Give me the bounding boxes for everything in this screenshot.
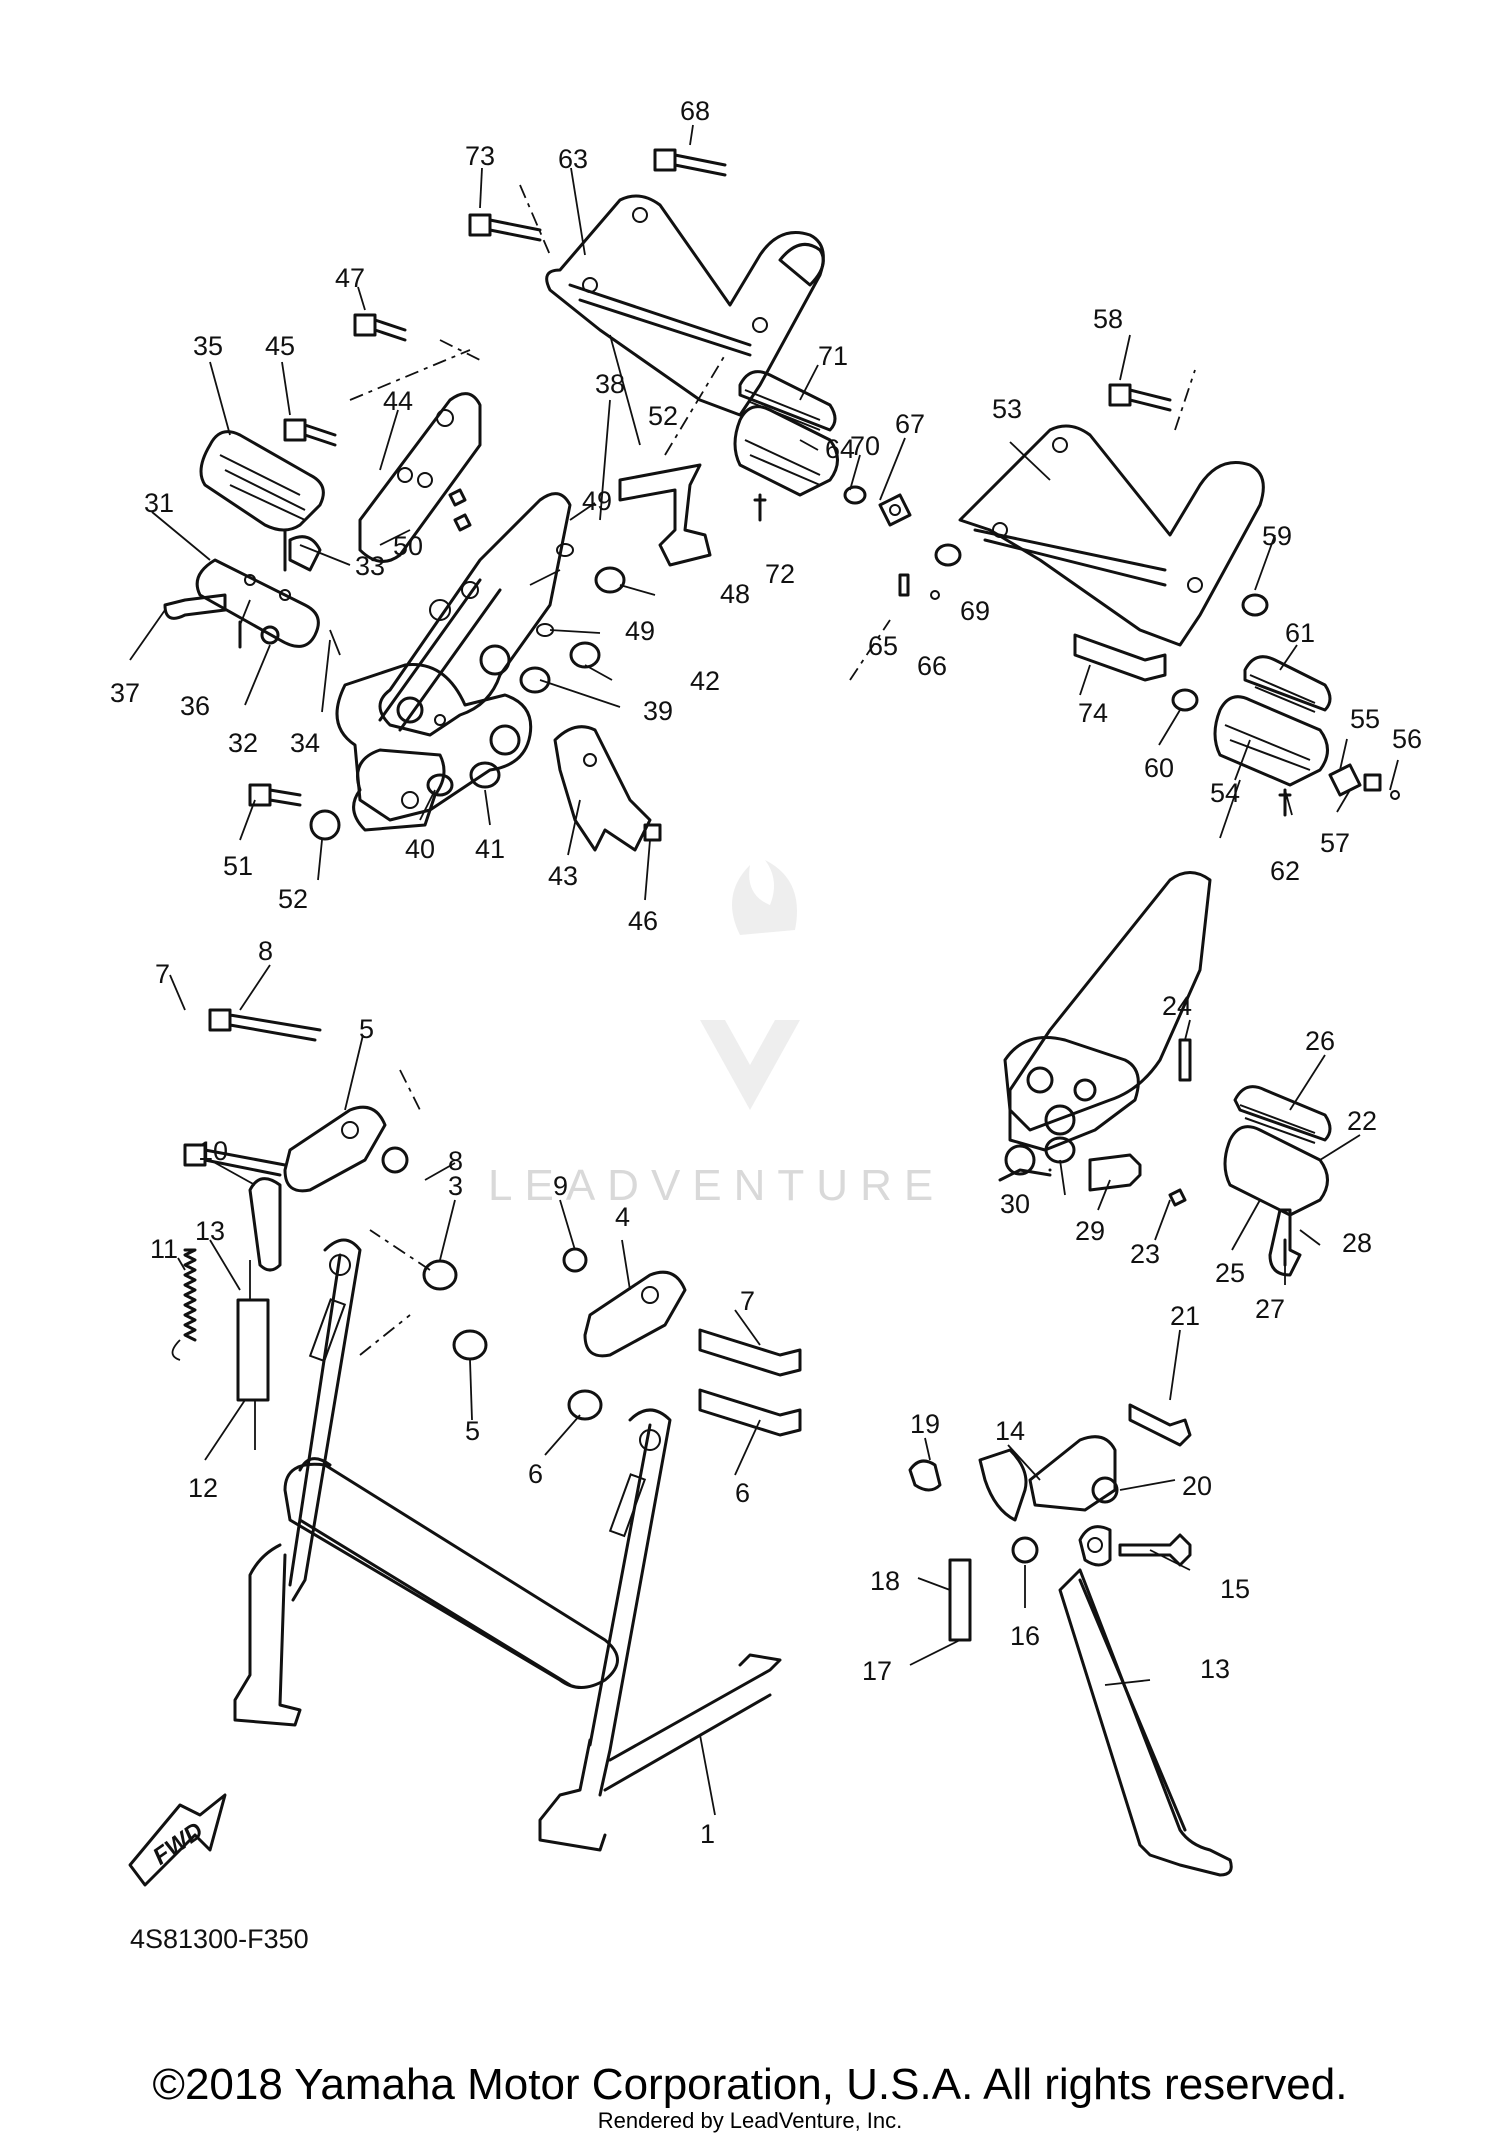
callout-16: 16 [1010,1621,1040,1651]
callout-25: 25 [1215,1258,1245,1288]
center-stand-drawing [233,1238,782,1852]
callouts: 68 73 63 47 35 45 44 38 52 71 64 67 70 5… [110,96,1422,1849]
callout-6: 6 [735,1478,750,1508]
callout-40: 41 [475,834,505,864]
callout-35: 35 [193,331,223,361]
callout-48: 48 [720,579,750,609]
callout-5b: 6 [528,1459,543,1489]
callout-73: 72 [765,559,795,589]
callout-41: 43 [548,861,578,891]
callout-57: 56 [1392,724,1422,754]
callout-74: 73 [465,141,495,171]
callout-12: 13 [195,1216,225,1246]
callout-67: 66 [917,651,947,681]
callout-15: 15 [1220,1574,1250,1604]
callout-7b: 8 [258,936,273,966]
callout-7a: 7 [155,959,170,989]
stand-bracket-drawing [171,1008,802,1450]
callout-8b: 9 [553,1171,568,1201]
callout-69: 68 [680,96,710,126]
fwd-arrow-icon: FWD [128,1793,227,1887]
callout-32: 32 [228,728,258,758]
callout-27: 27 [1255,1294,1285,1324]
callout-14: 14 [995,1416,1025,1446]
side-stand-drawing [908,1403,1233,1877]
watermark-text: LEADVENTURE [488,1161,945,1210]
callout-37: 37 [110,678,140,708]
callout-63: 62 [1270,856,1300,886]
callout-28: 28 [1342,1228,1372,1258]
callout-30: 30 [1000,1189,1030,1219]
callout-20: 20 [1182,1471,1212,1501]
callout-23: 23 [1130,1239,1160,1269]
callout-5a: 5 [465,1416,480,1446]
callout-70: 69 [960,596,990,626]
callout-66: 65 [868,631,898,661]
callout-9: 10 [198,1136,228,1166]
callout-31: 31 [144,488,174,518]
callout-4: 5 [359,1014,374,1044]
callout-1: 1 [700,1819,715,1849]
callout-74b: 74 [1078,698,1108,728]
callout-60: 59 [1262,521,1292,551]
callout-42: 46 [628,906,658,936]
callout-21: 21 [1170,1301,1200,1331]
leader-lines [129,124,1399,1686]
callout-56: 55 [1350,704,1380,734]
callout-22: 22 [1347,1106,1377,1136]
fwd-label: FWD [148,1817,208,1870]
callout-33: 33 [355,551,385,581]
rendered-by-text: Rendered by LeadVenture, Inc. [597,2108,903,2133]
callout-49b: 49 [625,616,655,646]
callout-39: 40 [405,834,435,864]
left-footrest-drawing [163,313,712,852]
callout-59: 58 [1093,304,1123,334]
copyright-text: ©2018 Yamaha Motor Corporation, U.S.A. A… [152,2060,1348,2109]
guide-lines [349,184,1196,1356]
callout-11: 12 [188,1473,218,1503]
callout-26: 26 [1305,1026,1335,1056]
callout-68: 67 [895,409,925,439]
callout-34: 34 [290,728,320,758]
callout-13: 13 [1200,1654,1230,1684]
callout-24: 24 [1162,991,1192,1021]
callout-17: 17 [862,1656,892,1686]
callout-38: 38 [595,369,625,399]
callout-46: 42 [690,666,720,696]
callout-36: 36 [180,691,210,721]
callout-45: 45 [265,331,295,361]
callout-3: 4 [615,1202,630,1232]
callout-49a: 49 [582,486,612,516]
callout-72: 71 [818,341,848,371]
right-footrest-drawing [998,871,1332,1277]
callout-2: 3 [448,1171,463,1201]
callout-54: 53 [992,394,1022,424]
callout-7c: 7 [740,1286,755,1316]
callout-10: 11 [150,1234,178,1264]
callout-18: 18 [870,1566,900,1596]
diagram-code: 4S81300-F350 [130,1924,309,1954]
callout-50: 50 [393,531,423,561]
callout-64: 63 [558,144,588,174]
callout-58: 57 [1320,828,1350,858]
callout-44: 44 [383,386,413,416]
passenger-footrest-drawing [468,148,1400,817]
callout-65: 64 [825,434,855,464]
callout-51: 51 [223,851,253,881]
callout-53: 52 [648,401,678,431]
callout-47: 47 [335,263,365,293]
watermark-logo [700,860,800,1110]
callout-43: 39 [643,696,673,726]
callout-61: 60 [1144,753,1174,783]
callout-52: 52 [278,884,308,914]
callout-62: 61 [1285,618,1315,648]
callout-55: 54 [1210,778,1240,808]
callout-29: 29 [1075,1216,1105,1246]
callout-71: 70 [850,431,880,461]
callout-19: 19 [910,1409,940,1439]
callout-8a: 8 [448,1146,463,1176]
